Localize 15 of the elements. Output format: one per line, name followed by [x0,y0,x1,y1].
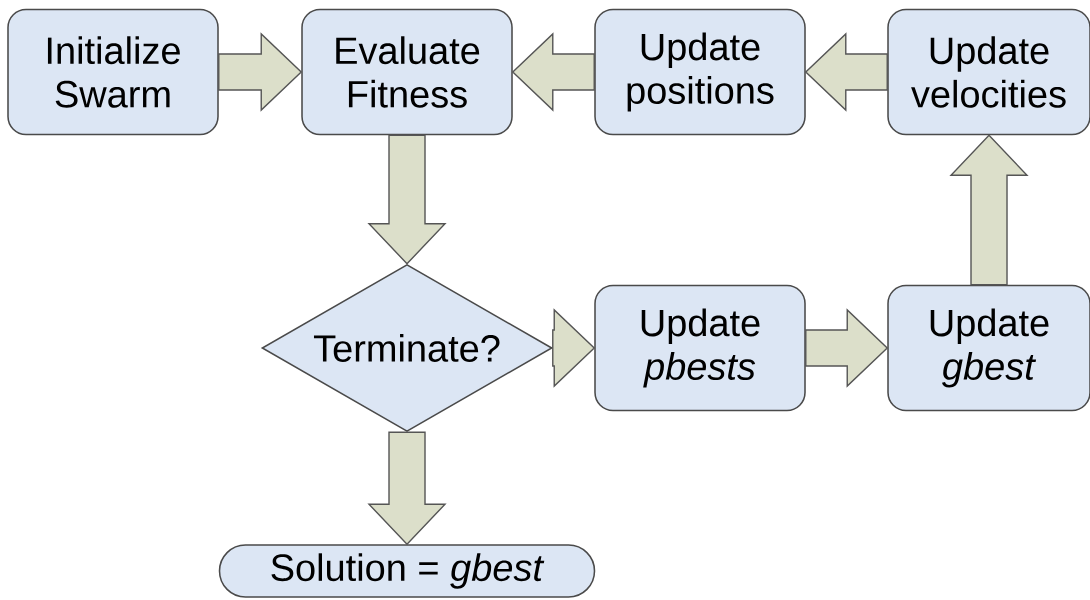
process-box: Evaluate Fitness [301,8,513,136]
block-arrow [511,32,595,112]
process-box: Initialize Swarm [7,8,219,136]
terminal-box: Solution = gbest [218,544,596,598]
block-arrow [552,308,596,388]
process-box: Update gbest [887,284,1090,412]
block-arrow [367,134,447,265]
block-arrow [218,32,303,112]
block-arrow [367,431,447,546]
process-box: Update positions [594,8,806,136]
block-arrow [949,134,1029,286]
process-box: Update pbests [594,284,806,412]
block-arrow [804,32,888,112]
block-arrow [805,308,889,388]
process-box: Update velocities [887,8,1090,136]
